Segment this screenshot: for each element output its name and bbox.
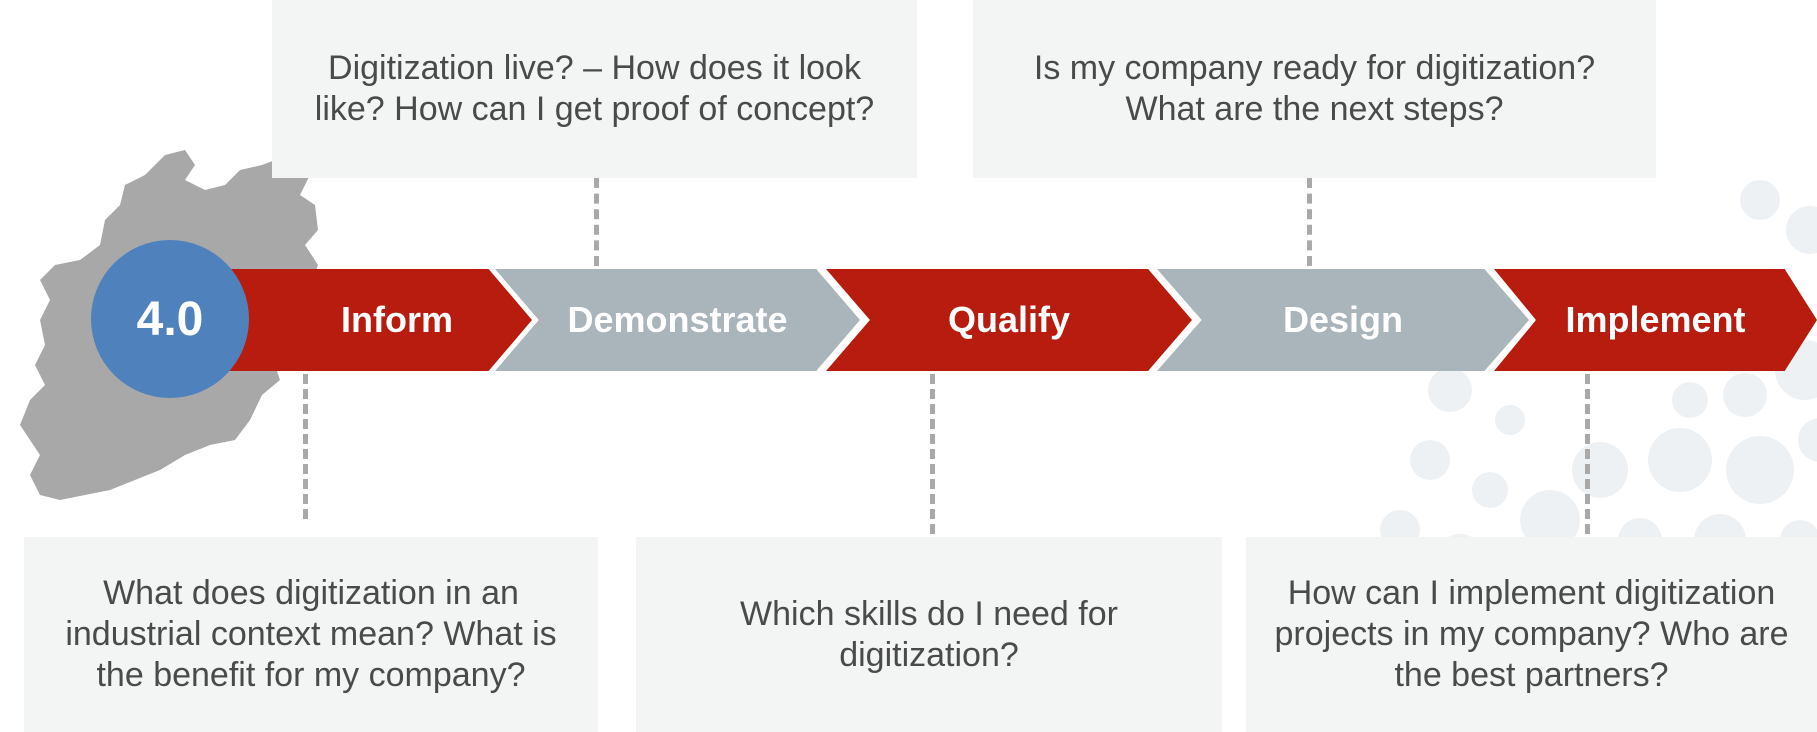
question-box-qualify: Which skills do I need for digitization? <box>636 537 1222 732</box>
question-inform: What does digitization in an industrial … <box>65 574 557 694</box>
connector-implement <box>1585 374 1590 534</box>
connector-design <box>1307 178 1312 266</box>
step-label-demonstrate: Demonstrate <box>567 299 788 340</box>
question-box-inform: What does digitization in an industrial … <box>24 537 598 732</box>
question-qualify: Which skills do I need for digitization? <box>740 594 1118 674</box>
question-box-implement: How can I implement digitization project… <box>1246 537 1817 732</box>
step-design: Design <box>1157 269 1529 371</box>
step-demonstrate: Demonstrate <box>495 269 860 371</box>
question-box-demonstrate: Digitization live? – How does it look li… <box>272 0 917 178</box>
question-design: Is my company ready for digitization? Wh… <box>1033 49 1596 128</box>
badge-label: 4.0 <box>136 292 204 346</box>
step-label-qualify: Qualify <box>947 299 1071 340</box>
industry-4-0-badge: 4.0 <box>91 240 249 398</box>
step-label-implement: Implement <box>1565 299 1746 340</box>
step-label-design: Design <box>1282 299 1404 340</box>
question-box-design: Is my company ready for digitization? Wh… <box>973 0 1656 178</box>
question-implement: How can I implement digitization project… <box>1274 574 1789 694</box>
connector-demonstrate <box>594 178 599 266</box>
step-qualify: Qualify <box>826 269 1192 371</box>
step-implement: Implement <box>1494 269 1817 371</box>
connector-inform <box>303 374 308 519</box>
step-label-inform: Inform <box>341 299 453 340</box>
step-inform: Inform <box>222 269 532 371</box>
question-demonstrate: Digitization live? – How does it look li… <box>314 49 875 128</box>
connector-qualify <box>930 374 935 534</box>
